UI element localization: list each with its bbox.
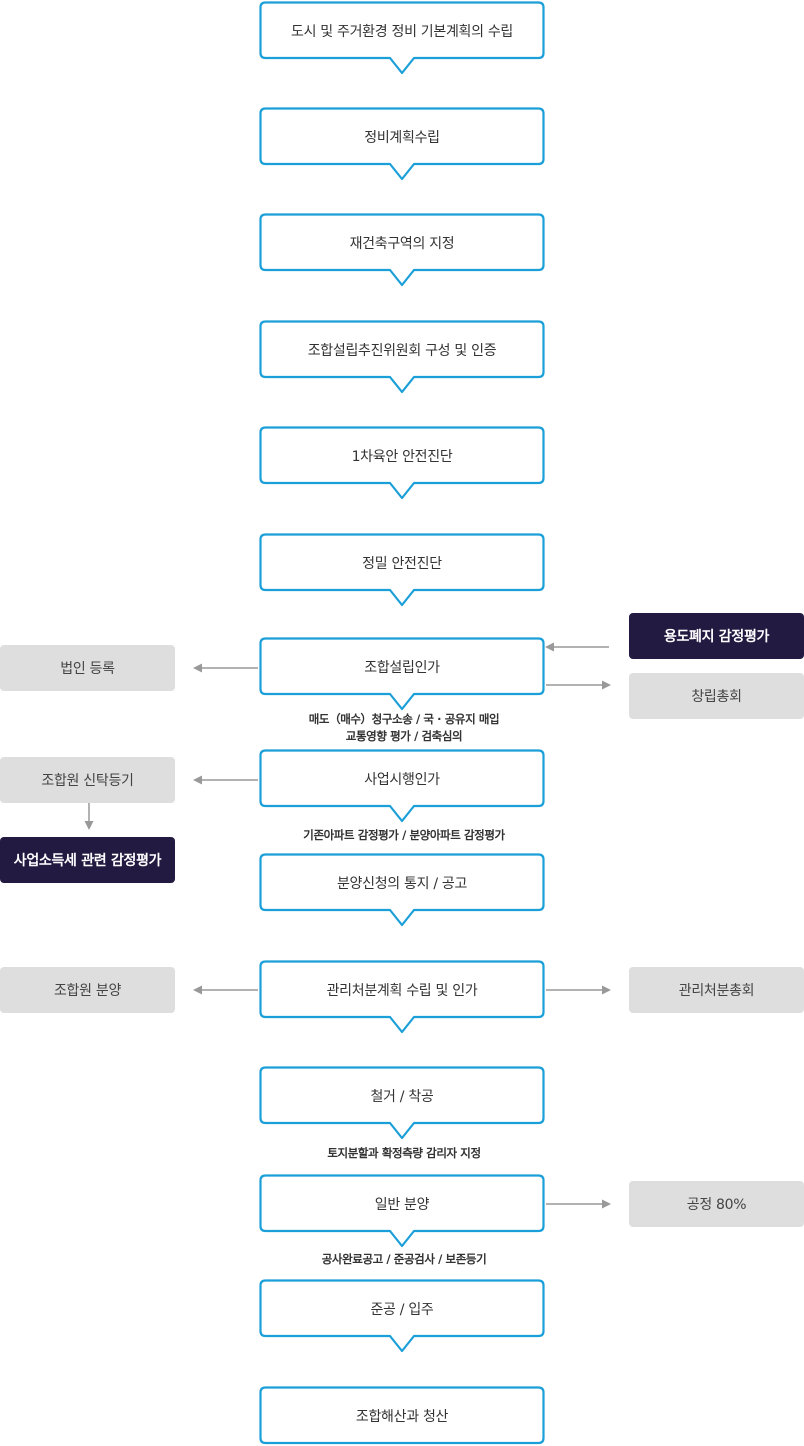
- step-dissolution: 조합해산과 청산: [355, 1409, 449, 1425]
- step-visual-safety-check: 1차육안 안전진단: [351, 449, 453, 465]
- note-land-survey: 토지분할과 확정측량 감리자 지정: [327, 1146, 481, 1160]
- step-box-outline: [259, 1, 545, 75]
- step-project-approval: 사업시행인가: [364, 772, 440, 788]
- side-yongdo-appraisal: 용도폐지 감정평가: [629, 613, 804, 659]
- note-apartment-appraisal: 기존아파트 감정평가 / 분양아파트 감정평가: [303, 828, 505, 842]
- side-corporate-registration: 법인 등록: [0, 645, 175, 691]
- arrow-sale-to-construction: [546, 1199, 611, 1209]
- step-sale-notice: 분양신청의 통지 / 공고: [336, 876, 468, 892]
- step-maintenance-plan: 정비계획수립: [364, 130, 440, 146]
- step-completion: 준공 / 입주: [370, 1302, 434, 1318]
- step-box-outline: [259, 320, 545, 394]
- step-association-approval: 조합설립인가: [364, 660, 440, 676]
- arrow-project-to-trust: [193, 775, 258, 785]
- side-management-meeting: 관리처분총회: [629, 967, 804, 1013]
- side-construction-80: 공정 80%: [629, 1181, 804, 1227]
- note-sale-claim: 매도（매수）청구소송 / 국 · 공유지 매입: [308, 712, 500, 726]
- step-box-outline: [259, 1386, 545, 1445]
- arrow-approval-to-founding: [546, 680, 611, 690]
- step-basic-plan: 도시 및 주거환경 정비 기본계획의 수립: [290, 24, 514, 40]
- step-box-outline: [259, 107, 545, 181]
- step-box-outline: [259, 1174, 545, 1248]
- step-box-outline: [259, 960, 545, 1034]
- note-completion-registration: 공사완료공고 / 준공검사 / 보존등기: [321, 1252, 487, 1266]
- side-founding-meeting: 창립총회: [629, 673, 804, 719]
- step-management-plan: 관리처분계획 수립 및 인가: [326, 983, 478, 999]
- step-box-outline: [259, 1279, 545, 1353]
- step-box-outline: [259, 749, 545, 823]
- step-promotion-committee: 조합설립추진위원회 구성 및 인증: [307, 343, 497, 359]
- step-box-outline: [259, 637, 545, 711]
- step-box-outline: [259, 1066, 545, 1140]
- side-income-tax-appraisal: 사업소득세 관련 감정평가: [0, 837, 175, 883]
- step-box-outline: [259, 213, 545, 287]
- step-demolition: 철거 / 착공: [370, 1089, 434, 1105]
- step-precise-safety-check: 정밀 안전진단: [362, 556, 442, 572]
- arrow-yongdo-to-approval: [545, 642, 609, 652]
- step-general-sale: 일반 분양: [374, 1197, 430, 1213]
- side-trust-registration: 조합원 신탁등기: [0, 757, 175, 803]
- step-box-outline: [259, 533, 545, 607]
- arrow-management-to-meeting: [546, 985, 611, 995]
- step-box-outline: [259, 426, 545, 500]
- arrow-management-to-member-sale: [193, 985, 258, 995]
- arrow-trust-to-income-tax: [84, 803, 94, 830]
- step-box-outline: [259, 853, 545, 927]
- arrow-approval-to-corporate: [193, 663, 258, 673]
- side-member-sale: 조합원 분양: [0, 967, 175, 1013]
- step-zone-designation: 재건축구역의 지정: [349, 236, 455, 252]
- note-traffic-review: 교통영향 평가 / 검축심의: [345, 729, 463, 743]
